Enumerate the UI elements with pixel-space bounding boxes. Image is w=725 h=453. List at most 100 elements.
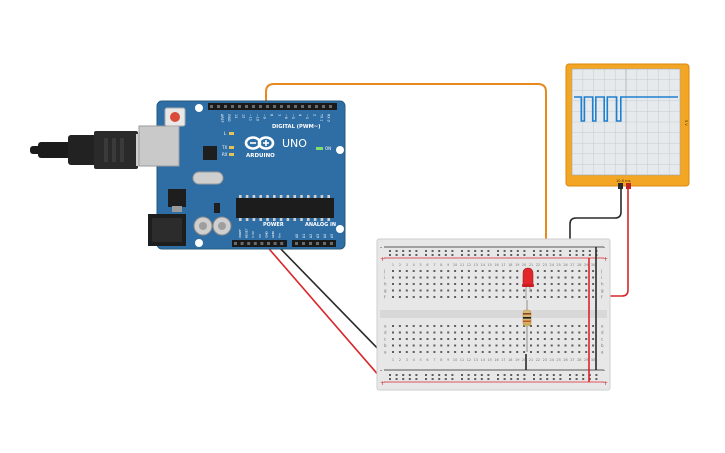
breadboard-hole[interactable] [592,283,595,285]
rail-hole[interactable] [487,254,490,256]
breadboard-hole[interactable] [440,296,443,298]
rail-hole[interactable] [588,254,591,256]
rail-hole[interactable] [559,250,562,252]
rail-hole[interactable] [467,254,470,256]
breadboard-hole[interactable] [592,270,595,272]
breadboard-hole[interactable] [509,289,512,292]
rail-hole[interactable] [539,250,542,252]
rail-hole[interactable] [539,254,542,256]
black-gnd-wire[interactable] [274,242,386,357]
breadboard-hole[interactable] [392,344,394,347]
rail-hole[interactable] [516,250,519,252]
breadboard-hole[interactable] [543,351,546,353]
breadboard-hole[interactable] [447,296,450,298]
rail-hole[interactable] [552,250,555,252]
breadboard-hole[interactable] [578,338,581,340]
rail-hole[interactable] [461,254,463,256]
rail-hole[interactable] [467,250,470,252]
rail-hole[interactable] [595,374,598,376]
breadboard-hole[interactable] [454,331,457,334]
breadboard-hole[interactable] [543,344,546,347]
breadboard-hole[interactable] [474,351,477,353]
breadboard-hole[interactable] [419,276,422,279]
breadboard-hole[interactable] [440,289,443,292]
breadboard-hole[interactable] [536,325,539,327]
breadboard-hole[interactable] [447,338,450,340]
rail-hole[interactable] [575,254,578,256]
breadboard-hole[interactable] [461,283,463,285]
breadboard-hole[interactable] [412,296,415,298]
breadboard-hole[interactable] [571,331,574,334]
rail-hole[interactable] [546,374,549,376]
header-pin-hole[interactable] [330,242,333,245]
breadboard-hole[interactable] [536,270,539,272]
breadboard-hole[interactable] [447,283,450,285]
breadboard-hole[interactable] [516,270,519,272]
header-pin-hole[interactable] [260,242,264,245]
rail-hole[interactable] [552,374,555,376]
rail-hole[interactable] [559,378,562,380]
rail-hole[interactable] [559,374,562,376]
rail-hole[interactable] [510,254,513,256]
breadboard-hole[interactable] [495,344,498,347]
header-pin-hole[interactable] [301,105,304,108]
breadboard-hole[interactable] [585,296,588,298]
breadboard-hole[interactable] [557,338,560,340]
breadboard-hole[interactable] [592,338,595,340]
breadboard-hole[interactable] [488,283,491,285]
breadboard-hole[interactable] [509,276,512,279]
breadboard-hole[interactable] [405,351,408,353]
breadboard-hole[interactable] [392,289,394,292]
breadboard-hole[interactable] [412,289,415,292]
red-scope-probe-wire[interactable] [536,187,629,297]
breadboard-hole[interactable] [419,270,422,272]
breadboard-hole[interactable] [412,325,415,327]
rail-hole[interactable] [575,374,578,376]
breadboard-hole[interactable] [419,289,422,292]
breadboard-hole[interactable] [571,296,574,298]
rail-hole[interactable] [389,378,391,380]
header-pin-hole[interactable] [266,105,269,108]
rail-hole[interactable] [569,254,571,256]
breadboard-hole[interactable] [543,270,546,272]
breadboard-hole[interactable] [481,283,484,285]
rail-hole[interactable] [546,378,549,380]
header-pin-hole[interactable] [308,105,311,108]
breadboard-hole[interactable] [495,338,498,340]
breadboard-hole[interactable] [426,331,429,334]
breadboard-hole[interactable] [592,325,595,327]
breadboard-hole[interactable] [398,351,401,353]
breadboard-hole[interactable] [426,296,429,298]
rail-hole[interactable] [415,378,418,380]
rail-hole[interactable] [438,250,441,252]
breadboard-hole[interactable] [509,296,512,298]
rail-hole[interactable] [474,254,477,256]
breadboard-hole[interactable] [495,289,498,292]
breadboard-hole[interactable] [530,325,532,327]
breadboard-hole[interactable] [530,296,532,298]
header-pin-hole[interactable] [224,105,227,108]
breadboard-hole[interactable] [398,289,401,292]
breadboard-hole[interactable] [571,283,574,285]
rail-hole[interactable] [546,254,549,256]
header-pin-hole[interactable] [259,105,262,108]
breadboard-hole[interactable] [523,296,526,298]
breadboard-hole[interactable] [447,270,450,272]
breadboard-hole[interactable] [474,283,477,285]
breadboard-hole[interactable] [530,331,532,334]
breadboard-hole[interactable] [398,331,401,334]
breadboard-hole[interactable] [488,344,491,347]
rail-hole[interactable] [415,374,418,376]
breadboard-hole[interactable] [461,270,463,272]
breadboard-hole[interactable] [488,351,491,353]
breadboard-hole[interactable] [467,276,470,279]
rail-hole[interactable] [510,374,513,376]
breadboard-hole[interactable] [488,276,491,279]
breadboard-hole[interactable] [557,270,560,272]
breadboard-hole[interactable] [550,296,553,298]
breadboard-hole[interactable] [398,325,401,327]
rail-hole[interactable] [546,250,549,252]
breadboard-hole[interactable] [502,270,505,272]
breadboard-hole[interactable] [509,344,512,347]
